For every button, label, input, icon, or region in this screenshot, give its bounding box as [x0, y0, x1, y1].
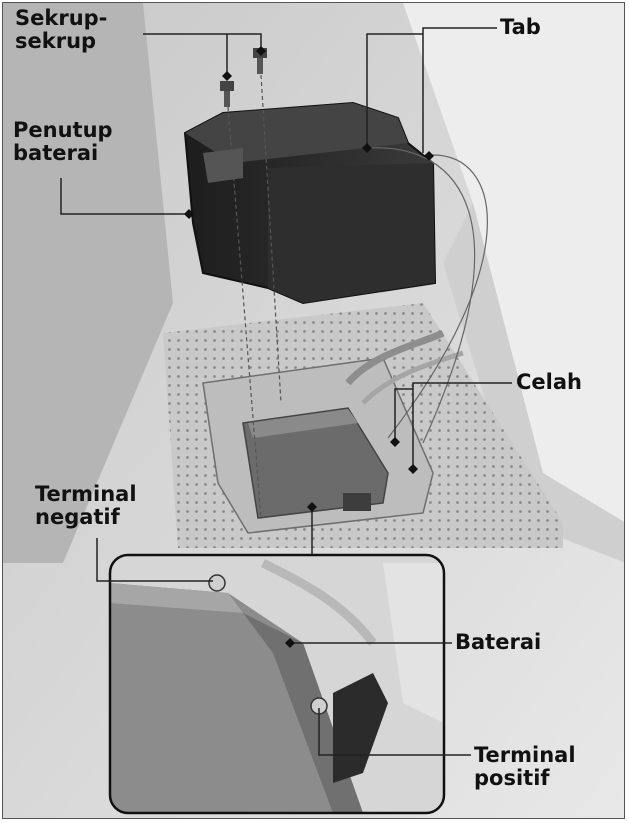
- label-screws-line1: Sekrup-: [15, 6, 108, 30]
- label-negative-terminal-line2: negatif: [35, 505, 120, 529]
- label-negative-terminal: Terminal negatif: [35, 483, 137, 529]
- battery-terminal-block: [343, 493, 371, 511]
- right-panel: [403, 3, 624, 522]
- tab-guide-line: [367, 147, 476, 444]
- screw-guide-line: [227, 106, 262, 519]
- battery-cover-side: [268, 163, 435, 303]
- label-positive-terminal-line1: Terminal: [474, 743, 576, 767]
- cable: [345, 329, 445, 386]
- right-trim: [443, 203, 624, 563]
- label-positive-terminal-line2: positif: [474, 766, 550, 790]
- tab-guide-line: [387, 154, 488, 439]
- battery-closeup: [110, 583, 363, 813]
- left-panel: [3, 3, 173, 563]
- leader-lines: [60, 27, 512, 756]
- label-slot-text: Celah: [516, 370, 582, 394]
- label-tab: Tab: [500, 16, 541, 39]
- label-battery: Baterai: [455, 631, 541, 654]
- label-screws-line2: sekrup: [15, 29, 97, 53]
- screw-guide-line: [260, 74, 282, 404]
- battery-detail-inset: [108, 553, 446, 815]
- label-battery-text: Baterai: [455, 630, 542, 654]
- battery-top: [248, 409, 358, 438]
- negative-terminal-bolt-icon: [208, 574, 226, 592]
- battery-cover-top: [185, 103, 408, 163]
- label-battery-cover-line1: Penutup: [13, 118, 113, 142]
- label-positive-terminal: Terminal positif: [474, 744, 576, 790]
- leader-markers: [184, 46, 434, 648]
- label-battery-cover: Penutup baterai: [13, 119, 113, 165]
- cable: [361, 350, 464, 405]
- label-negative-terminal-line1: Terminal: [35, 482, 137, 506]
- label-screws: Sekrup- sekrup: [15, 7, 107, 53]
- battery-body: [242, 407, 389, 519]
- leader-marker: [307, 502, 317, 512]
- screw-icon: [220, 81, 234, 107]
- label-slot: Celah: [516, 371, 582, 394]
- cover-screw-boss: [203, 148, 243, 183]
- label-tab-text: Tab: [500, 15, 541, 39]
- label-battery-cover-line2: baterai: [13, 141, 99, 165]
- battery-diagram: [3, 3, 624, 818]
